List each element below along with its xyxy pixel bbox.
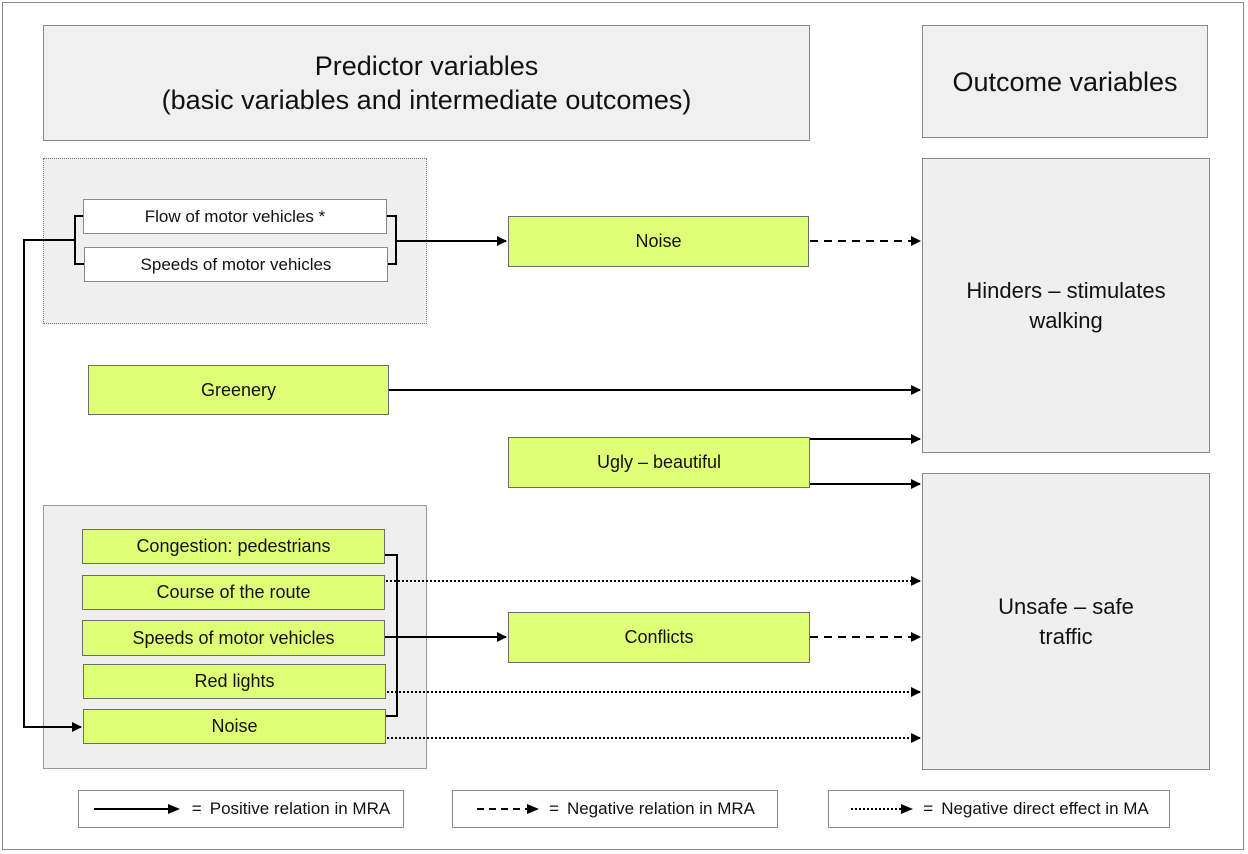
legend-direct: = Negative direct effect in MA: [828, 790, 1170, 828]
dotted-arrow-icon: [851, 804, 914, 814]
node-speeds-motor-vehicles-top: Speeds of motor vehicles: [84, 247, 388, 282]
dashed-arrow-icon: [477, 804, 540, 814]
node-ugly-beautiful: Ugly – beautiful: [508, 437, 810, 488]
node-red-lights: Red lights: [83, 664, 386, 699]
node-greenery: Greenery: [88, 365, 389, 415]
bracket-top-right: [387, 215, 397, 265]
node-conflicts: Conflicts: [508, 612, 810, 663]
node-flow-motor-vehicles: Flow of motor vehicles *: [83, 199, 387, 234]
bracket-top-left: [74, 215, 84, 265]
legend-negative-label: Negative relation in MRA: [566, 799, 755, 818]
bracket-bottom-right: [385, 554, 398, 717]
solid-arrow-icon: [93, 804, 180, 814]
outcome-traffic: Unsafe – safe traffic: [922, 473, 1210, 770]
legend-equals: =: [549, 799, 559, 818]
node-noise-intermediate: Noise: [508, 216, 809, 267]
predictor-header: Predictor variables (basic variables and…: [43, 25, 810, 141]
outcome-header: Outcome variables: [922, 25, 1208, 138]
outcome-walking: Hinders – stimulates walking: [922, 158, 1210, 453]
legend-positive-label: Positive relation in MRA: [209, 799, 391, 818]
legend-positive: = Positive relation in MRA: [78, 790, 404, 828]
top-predictor-group: [43, 158, 427, 324]
legend-equals: =: [191, 799, 202, 818]
legend-negative: = Negative relation in MRA: [452, 790, 778, 828]
arrow-top-to-bottom-noise: [23, 239, 82, 732]
node-congestion-pedestrians: Congestion: pedestrians: [82, 529, 385, 564]
node-course-of-route: Course of the route: [82, 575, 385, 610]
node-noise-bottom: Noise: [83, 709, 386, 744]
node-speeds-motor-vehicles-bottom: Speeds of motor vehicles: [82, 620, 385, 656]
legend-direct-label: Negative direct effect in MA: [941, 799, 1149, 818]
legend-equals: =: [923, 799, 934, 818]
